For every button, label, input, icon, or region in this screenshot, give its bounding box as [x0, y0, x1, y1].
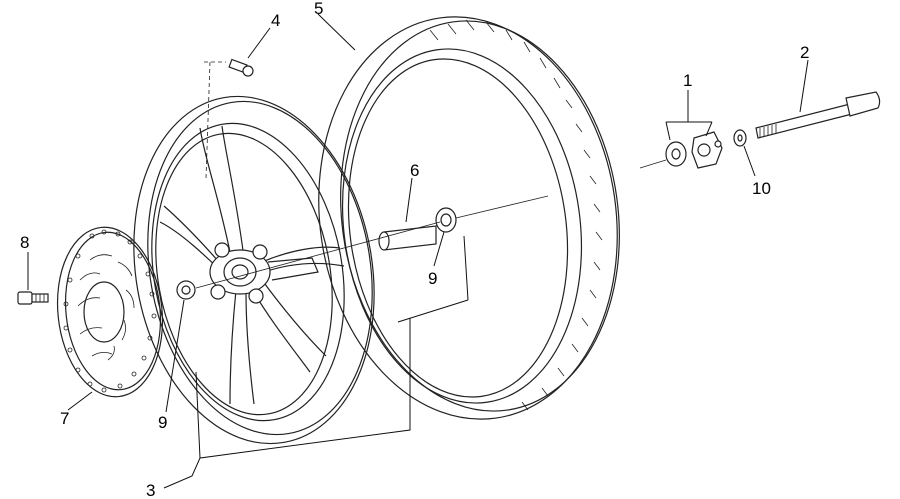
disc-holes [63, 229, 157, 393]
axle-centerline [195, 159, 667, 289]
label-8: 8 [20, 233, 29, 252]
brake-disc [56, 226, 164, 398]
speedo-drive [665, 131, 723, 169]
label-4: 4 [271, 11, 280, 30]
leader-lines [27, 13, 809, 489]
label-2: 2 [800, 43, 809, 62]
label-5: 5 [314, 0, 323, 18]
bolt [204, 58, 254, 179]
label-6: 6 [410, 161, 419, 180]
rim [133, 95, 375, 445]
bearing-upper [435, 207, 457, 233]
disc-screw [17, 291, 49, 305]
tire [318, 16, 620, 420]
label-10: 10 [752, 179, 771, 198]
spacer [378, 225, 437, 251]
label-9-lower: 9 [158, 413, 167, 432]
part-labels: 1 2 3 4 5 6 7 8 9 9 10 [20, 0, 809, 499]
label-3: 3 [146, 481, 155, 499]
washer [733, 129, 747, 147]
axle [755, 91, 881, 139]
label-1: 1 [683, 71, 692, 90]
label-9-upper: 9 [428, 269, 437, 288]
label-7: 7 [60, 409, 69, 428]
